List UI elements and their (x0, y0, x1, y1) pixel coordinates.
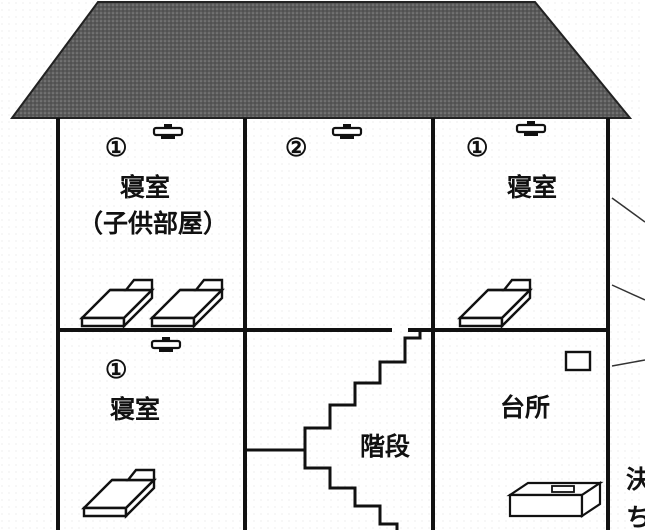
stairs-label: 階段 (360, 432, 410, 461)
bedroom-children-label: 寝室 (120, 173, 170, 202)
stove-icon (506, 480, 604, 519)
edge-text-1: 決 (626, 465, 645, 494)
leader-line-2 (611, 284, 645, 301)
roof (10, 1, 633, 119)
leader-line-3 (611, 359, 645, 367)
room-number-top-right: ① (466, 133, 488, 162)
window-icon (564, 350, 592, 372)
bedroom-bottom-left-label: 寝室 (110, 395, 160, 424)
leader-line-1 (611, 197, 645, 223)
children-room-label: （子供部屋） (78, 209, 228, 238)
edge-text-2: ち (626, 503, 645, 530)
room-number-bottom-left: ① (105, 355, 127, 384)
room-number-top-middle: ② (285, 133, 307, 162)
bedroom-top-right-label: 寝室 (507, 173, 557, 202)
room-number-top-left: ① (105, 133, 127, 162)
kitchen-label: 台所 (500, 393, 550, 422)
stairs-icon (247, 330, 422, 530)
